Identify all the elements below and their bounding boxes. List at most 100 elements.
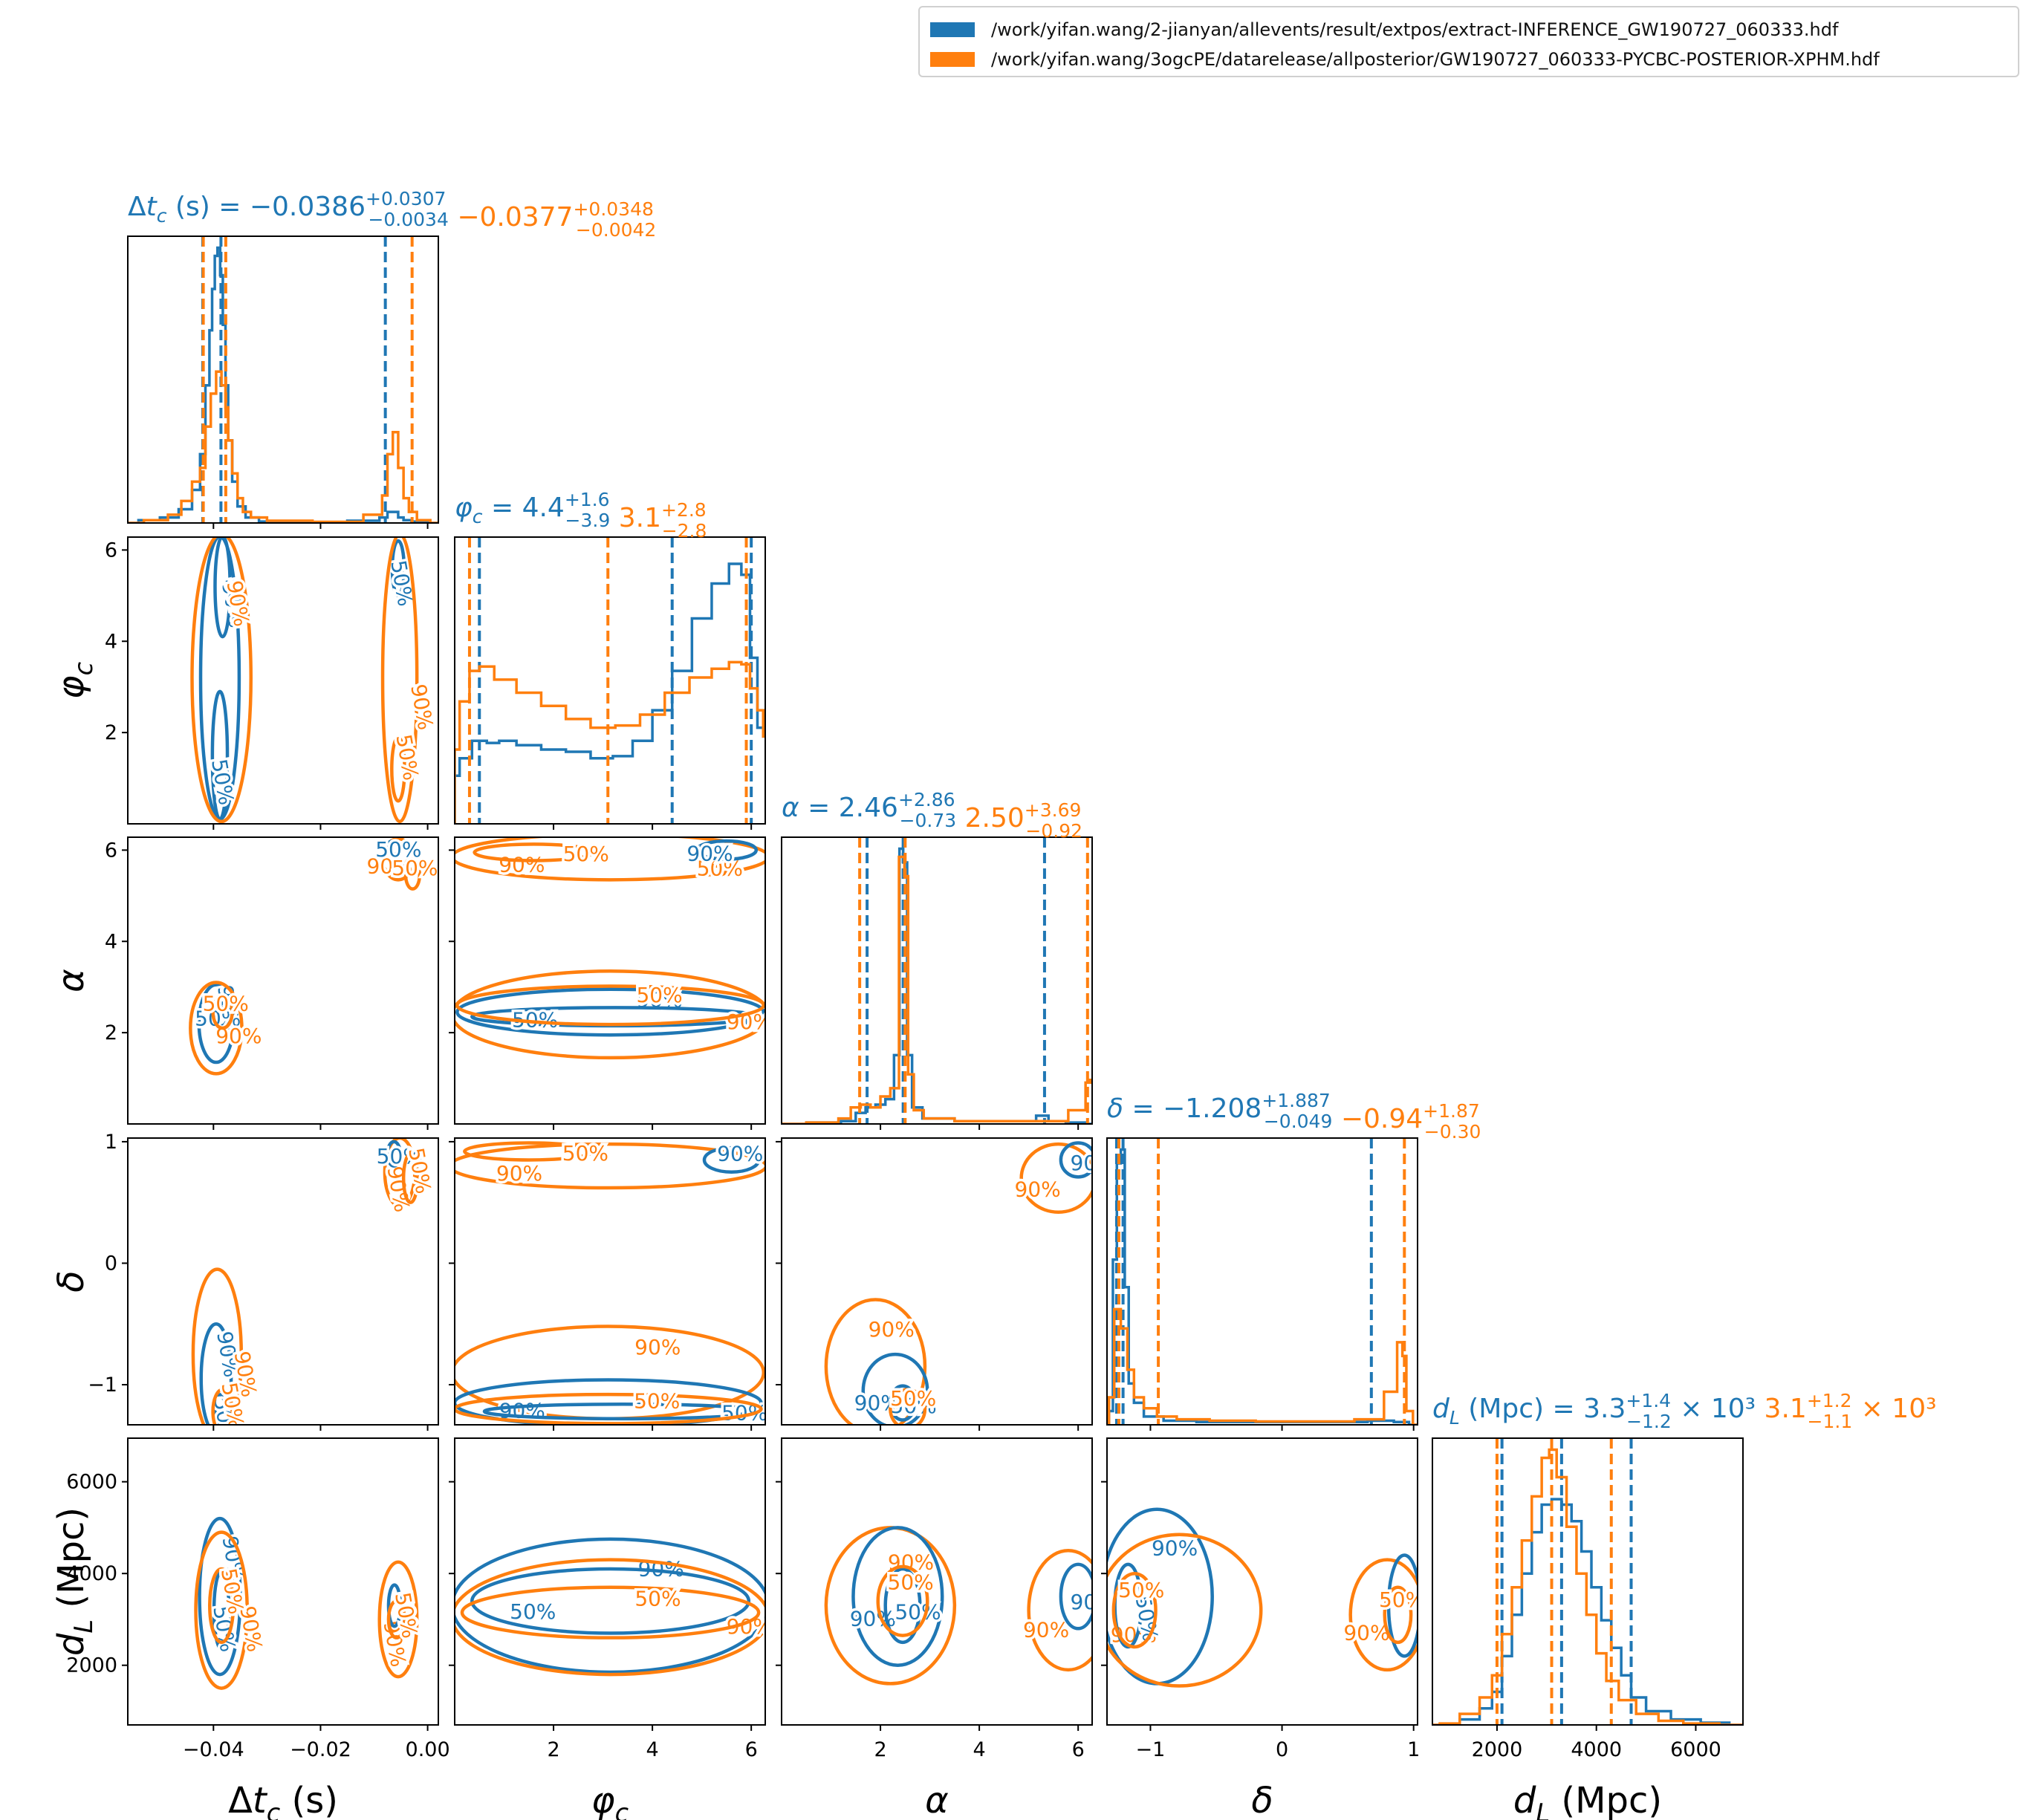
panel-frame bbox=[127, 1437, 439, 1726]
panel-diag-delta: δ = −1.208+1.887−0.049 −0.94+1.87−0.30 bbox=[1106, 1090, 1481, 1431]
x-tick-label-phic: 4 bbox=[646, 1738, 659, 1761]
panel-dtc-phic: 90%50%50%90%50%90%50% bbox=[122, 536, 439, 830]
contour-orange bbox=[876, 1564, 929, 1637]
contour-label-orange: 50% bbox=[888, 1570, 934, 1594]
legend-entry-blue: /work/yifan.wang/2-jianyan/allevents/res… bbox=[930, 15, 1838, 45]
contour-label-orange: 90% bbox=[406, 682, 438, 732]
contour-label-orange: 90% bbox=[496, 1161, 542, 1186]
x-tick-label-dtc: 0.00 bbox=[406, 1738, 450, 1761]
contour-label-orange: 50% bbox=[562, 1141, 608, 1166]
legend: /work/yifan.wang/2-jianyan/allevents/res… bbox=[918, 6, 2019, 77]
contour-orange bbox=[1027, 1549, 1092, 1672]
hist-orange-dtc bbox=[128, 370, 438, 523]
panel-title-dtc: Δtc (s) = −0.0386+0.0307−0.0034 −0.0377+… bbox=[128, 188, 656, 241]
contour-label-orange: 90% bbox=[869, 1317, 915, 1342]
legend-label-blue: /work/yifan.wang/2-jianyan/allevents/res… bbox=[991, 19, 1839, 40]
panel-title-phic: φc = 4.4+1.6−3.9 3.1+2.8−2.8 bbox=[455, 489, 707, 542]
panel-diag-dtc: Δtc (s) = −0.0386+0.0307−0.0034 −0.0377+… bbox=[127, 188, 656, 529]
y-tick-label-alpha: 6 bbox=[105, 839, 117, 862]
contour-orange bbox=[1348, 1558, 1418, 1672]
contour-orange bbox=[189, 981, 244, 1076]
legend-entry-orange: /work/yifan.wang/3ogcPE/datarelease/allp… bbox=[930, 45, 1880, 74]
hist-orange-dl bbox=[1432, 1448, 1743, 1725]
contour-label-blue: 50% bbox=[377, 1144, 423, 1169]
contour-orange bbox=[463, 1141, 595, 1162]
contour-label-orange: 50% bbox=[890, 1386, 936, 1411]
x-tick-label-dl: 4000 bbox=[1571, 1738, 1622, 1761]
svg-text:δ: δ bbox=[51, 1270, 92, 1292]
svg-text:Δtc (s): Δtc (s) bbox=[228, 1780, 338, 1820]
x-tick-label-dl: 6000 bbox=[1670, 1738, 1721, 1761]
svg-text:α: α bbox=[51, 969, 92, 992]
x-axis-label-alpha: α bbox=[925, 1780, 949, 1820]
contour-orange bbox=[390, 735, 406, 803]
panel-title-alpha: α = 2.46+2.86−0.73 2.50+3.69−0.92 bbox=[782, 789, 1082, 842]
svg-text:φc: φc bbox=[51, 662, 98, 699]
y-tick-label-delta: 0 bbox=[105, 1252, 117, 1275]
panel-dtc-delta: 90%50%90%50%90%50%50% bbox=[122, 1137, 439, 1431]
contour-orange bbox=[381, 837, 415, 882]
x-axis-label-dtc: Δtc (s) bbox=[228, 1780, 338, 1820]
hist-blue-phic bbox=[455, 562, 765, 824]
contour-label-orange: 50% bbox=[392, 856, 438, 880]
contour-blue bbox=[210, 689, 230, 822]
contour-blue bbox=[455, 987, 765, 1037]
contour-label-orange: 50% bbox=[1379, 1587, 1425, 1612]
hist-orange-delta bbox=[1107, 1307, 1418, 1425]
contour-blue bbox=[695, 839, 759, 861]
panel-frame bbox=[454, 1437, 766, 1726]
panel-title-delta: δ = −1.208+1.887−0.049 −0.94+1.87−0.30 bbox=[1107, 1090, 1481, 1143]
x-tick-label-phic: 6 bbox=[745, 1738, 758, 1761]
panel-dtc-dl: 90%50%90%50%90%50%50% bbox=[122, 1437, 439, 1731]
contour-label-orange: 90% bbox=[727, 1010, 773, 1034]
contour-blue bbox=[197, 983, 236, 1065]
x-axis-label-delta: δ bbox=[1251, 1780, 1273, 1820]
y-tick-label-delta: 1 bbox=[105, 1131, 117, 1154]
panel-diag-alpha: α = 2.46+2.86−0.73 2.50+3.69−0.92 bbox=[781, 789, 1093, 1130]
contour-blue bbox=[390, 539, 406, 598]
contour-blue bbox=[1059, 1141, 1092, 1179]
panel-frame bbox=[454, 1137, 766, 1426]
contour-orange bbox=[1383, 1585, 1413, 1645]
contour-orange bbox=[1111, 1571, 1158, 1649]
contour-label-orange: 90% bbox=[634, 1335, 681, 1359]
x-axis-label-phic: φc bbox=[591, 1780, 629, 1820]
contour-label-orange: 50% bbox=[634, 1587, 681, 1611]
contour-blue bbox=[384, 839, 401, 857]
contour-label-orange: 50% bbox=[634, 1389, 680, 1414]
panel-alpha-dl: 90%90%50%50%90%90% bbox=[776, 1437, 1117, 1731]
y-tick-label-phic: 6 bbox=[105, 539, 117, 562]
y-axis-label-phic: φc bbox=[51, 662, 98, 699]
contour-orange bbox=[889, 1388, 927, 1425]
x-tick-label-delta: 0 bbox=[1276, 1738, 1288, 1761]
y-axis-label-dl: dL (Mpc) bbox=[51, 1507, 98, 1656]
x-tick-label-alpha: 4 bbox=[973, 1738, 986, 1761]
contour-label-blue: 50% bbox=[510, 1599, 556, 1624]
contour-orange bbox=[208, 1567, 236, 1645]
contour-orange bbox=[190, 537, 253, 824]
panel-frame bbox=[454, 836, 766, 1125]
contour-blue bbox=[1059, 1562, 1092, 1631]
y-tick-label-alpha: 4 bbox=[105, 930, 117, 953]
panel-frame bbox=[127, 1137, 439, 1426]
contour-orange bbox=[211, 1388, 234, 1425]
x-tick-label-alpha: 6 bbox=[1072, 1738, 1085, 1761]
contour-label-blue: 90% bbox=[1071, 1151, 1117, 1175]
contour-orange bbox=[401, 1152, 420, 1204]
contour-blue bbox=[213, 1392, 230, 1425]
y-tick-label-alpha: 2 bbox=[105, 1021, 117, 1044]
hist-blue-dtc bbox=[128, 246, 438, 523]
svg-text:dL (Mpc): dL (Mpc) bbox=[1513, 1780, 1662, 1820]
legend-swatch-orange bbox=[930, 52, 975, 67]
contour-label-blue: 50% bbox=[895, 1599, 941, 1624]
panel-frame bbox=[781, 836, 1093, 1125]
panel-delta-dl: 90%90%50%50%90%90%50% bbox=[1101, 1437, 1425, 1731]
contour-label-blue: 90% bbox=[1071, 1590, 1117, 1614]
panel-title-dl: dL (Mpc) = 3.3+1.4−1.2 × 10³ 3.1+1.2−1.1… bbox=[1432, 1390, 1937, 1432]
contour-orange bbox=[455, 837, 765, 882]
panel-diag-phic: φc = 4.4+1.6−3.9 3.1+2.8−2.8 bbox=[454, 489, 766, 830]
contour-blue bbox=[213, 1001, 230, 1028]
x-tick-label-dl: 2000 bbox=[1472, 1738, 1523, 1761]
contour-label-blue: 90% bbox=[717, 1141, 763, 1166]
